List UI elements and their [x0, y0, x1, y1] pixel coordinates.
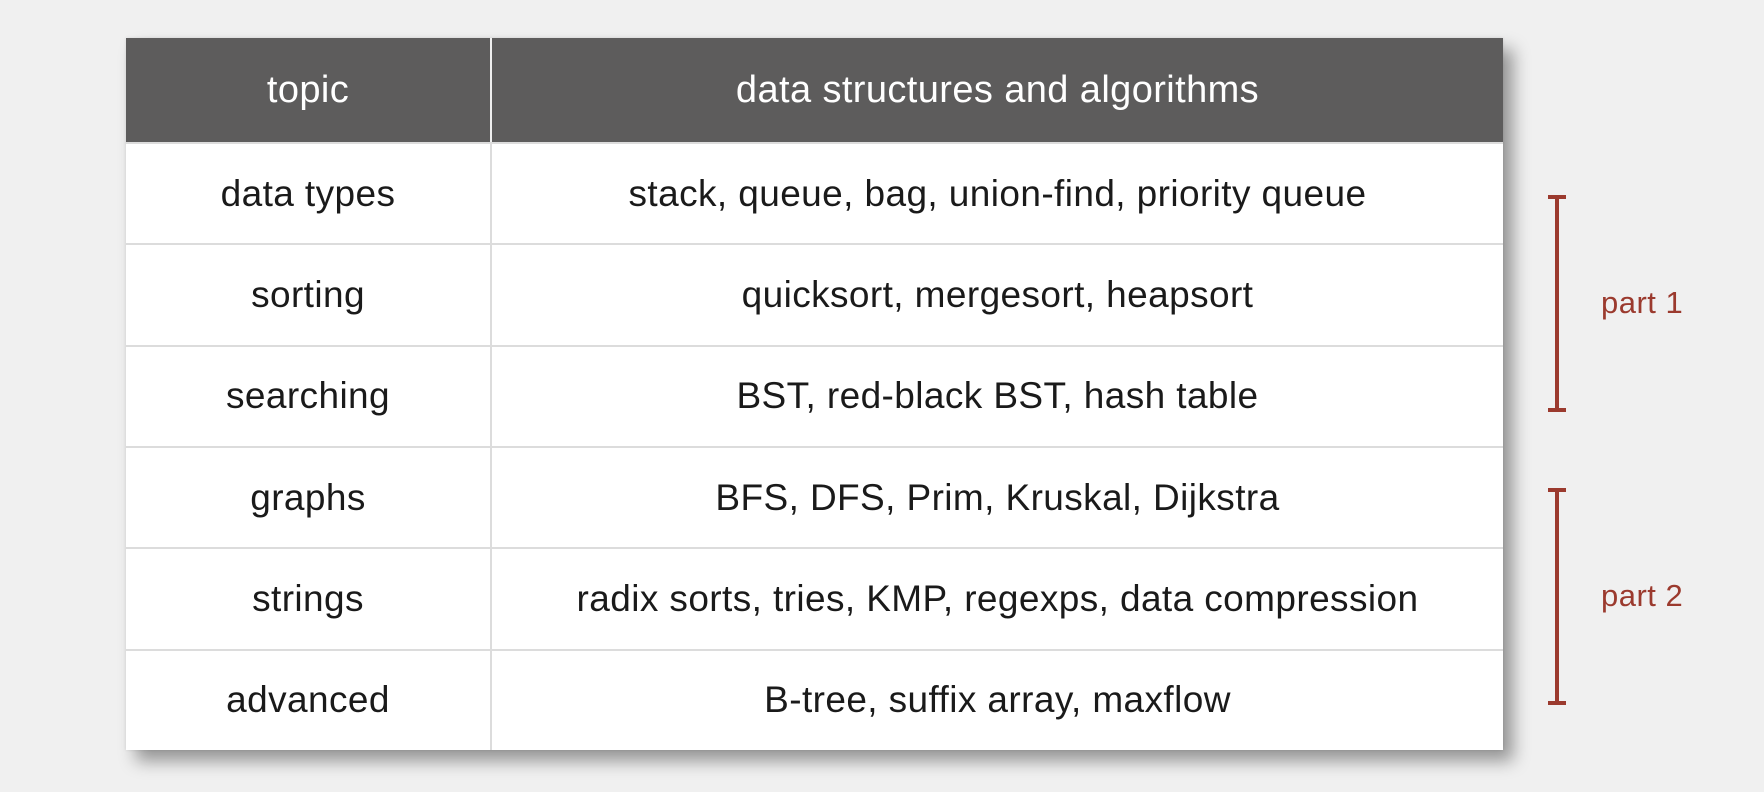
cell-content: B-tree, suffix array, maxflow: [764, 679, 1231, 721]
table-row-graphs: graphs BFS, DFS, Prim, Kruskal, Dijkstra: [126, 445, 1503, 548]
cell-topic: data types: [126, 144, 492, 244]
table-row-strings: strings radix sorts, tries, KMP, regexps…: [126, 547, 1503, 649]
part-2-bracket: [1548, 488, 1566, 705]
cell-content: BFS, DFS, Prim, Kruskal, Dijkstra: [715, 476, 1280, 518]
table-row-sorting: sorting quicksort, mergesort, heapsort: [126, 243, 1503, 345]
part-1-bracket: [1548, 195, 1566, 412]
cell-content: stack, queue, bag, union-find, priority …: [628, 172, 1367, 214]
table-row-searching: searching BST, red-black BST, hash table: [126, 344, 1503, 446]
cell-content: BST, red-black BST, hash table: [736, 375, 1259, 417]
table-header-row: topic data structures and algorithms: [126, 38, 1503, 142]
topics-table: topic data structures and algorithms dat…: [126, 38, 1503, 750]
cell-content: quicksort, mergesort, heapsort: [741, 273, 1254, 315]
cell-topic: sorting: [126, 245, 492, 345]
header-cell-content: data structures and algorithms: [735, 68, 1260, 111]
part-1-label: part 1: [1601, 285, 1684, 320]
cell-topic: strings: [126, 549, 492, 649]
cell-topic: advanced: [126, 650, 492, 750]
header-cell-topic: topic: [126, 38, 492, 142]
part-2-label: part 2: [1601, 578, 1684, 613]
table-row-advanced: advanced B-tree, suffix array, maxflow: [126, 648, 1503, 750]
cell-topic: searching: [126, 346, 492, 446]
cell-topic: graphs: [126, 447, 492, 548]
table-row-data-types: data types stack, queue, bag, union-find…: [126, 142, 1503, 244]
cell-content: radix sorts, tries, KMP, regexps, data c…: [576, 577, 1419, 619]
